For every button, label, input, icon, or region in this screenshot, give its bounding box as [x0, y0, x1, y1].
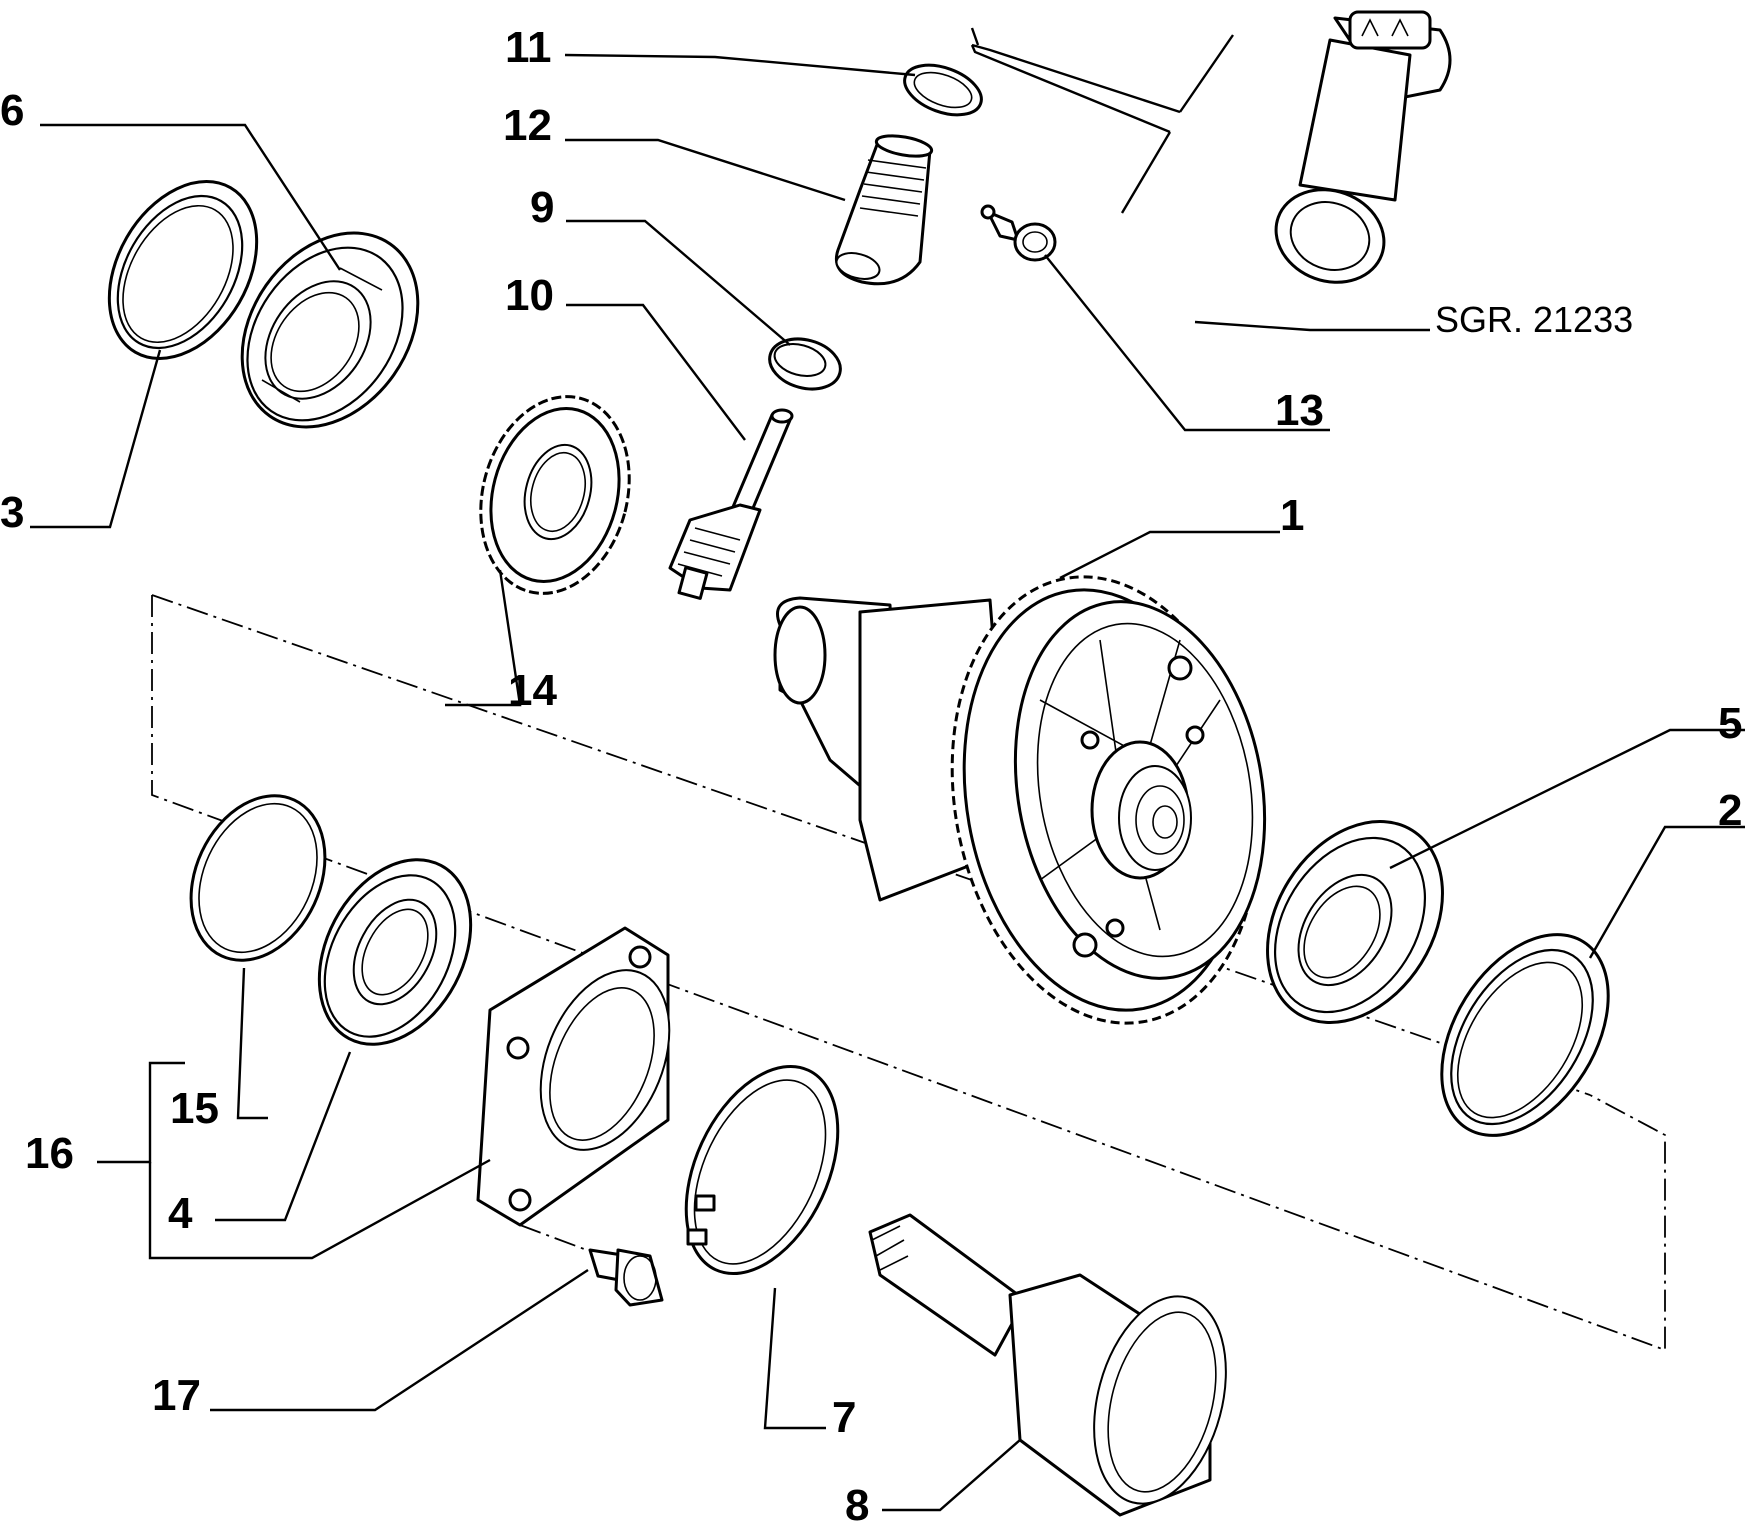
callout-9: 9 [530, 183, 554, 232]
part-7-snap-ring [684, 1064, 840, 1276]
part-9-bush [768, 337, 842, 391]
part-4-bearing [317, 858, 473, 1046]
callout-13: 13 [1275, 386, 1324, 435]
part-2-seal [1440, 933, 1610, 1137]
part-8-joint [868, 1213, 1227, 1517]
callout-1: 1 [1280, 491, 1304, 540]
callout-6: 6 [0, 86, 24, 135]
callout-17: 17 [152, 1371, 201, 1420]
leader-lines [30, 27, 1745, 1512]
callout-2: 2 [1718, 786, 1742, 835]
callout-4: 4 [168, 1189, 193, 1238]
part-13-screw [980, 204, 1057, 262]
callout-16: 16 [25, 1129, 74, 1178]
part-5-bearing [1266, 820, 1444, 1024]
callout-11: 11 [505, 23, 552, 72]
part-1-differential [773, 575, 1267, 1025]
part-15-ring [189, 794, 327, 962]
drawing-reference: SGR. 21233 [1435, 299, 1633, 340]
callout-14: 14 [508, 666, 557, 715]
callout-8: 8 [845, 1481, 869, 1528]
callout-15: 15 [170, 1084, 219, 1133]
callout-labels: 11 12 9 10 6 3 13 1 14 5 2 15 16 4 17 7 … [0, 23, 1742, 1528]
callout-12: 12 [503, 101, 552, 150]
part-10-pinion [668, 408, 794, 600]
part-3-seal [107, 180, 259, 360]
callout-3: 3 [0, 488, 24, 537]
flange-housing [476, 926, 671, 1227]
callout-7: 7 [832, 1393, 856, 1442]
callout-10: 10 [505, 271, 554, 320]
callout-5: 5 [1718, 699, 1742, 748]
part-6-bearing [240, 231, 420, 429]
part-17-bolt [588, 1248, 664, 1307]
speed-sensor [1274, 10, 1452, 284]
part-12-sleeve [835, 134, 934, 286]
part-11-washer [903, 63, 983, 117]
part-14-gear [479, 395, 631, 595]
